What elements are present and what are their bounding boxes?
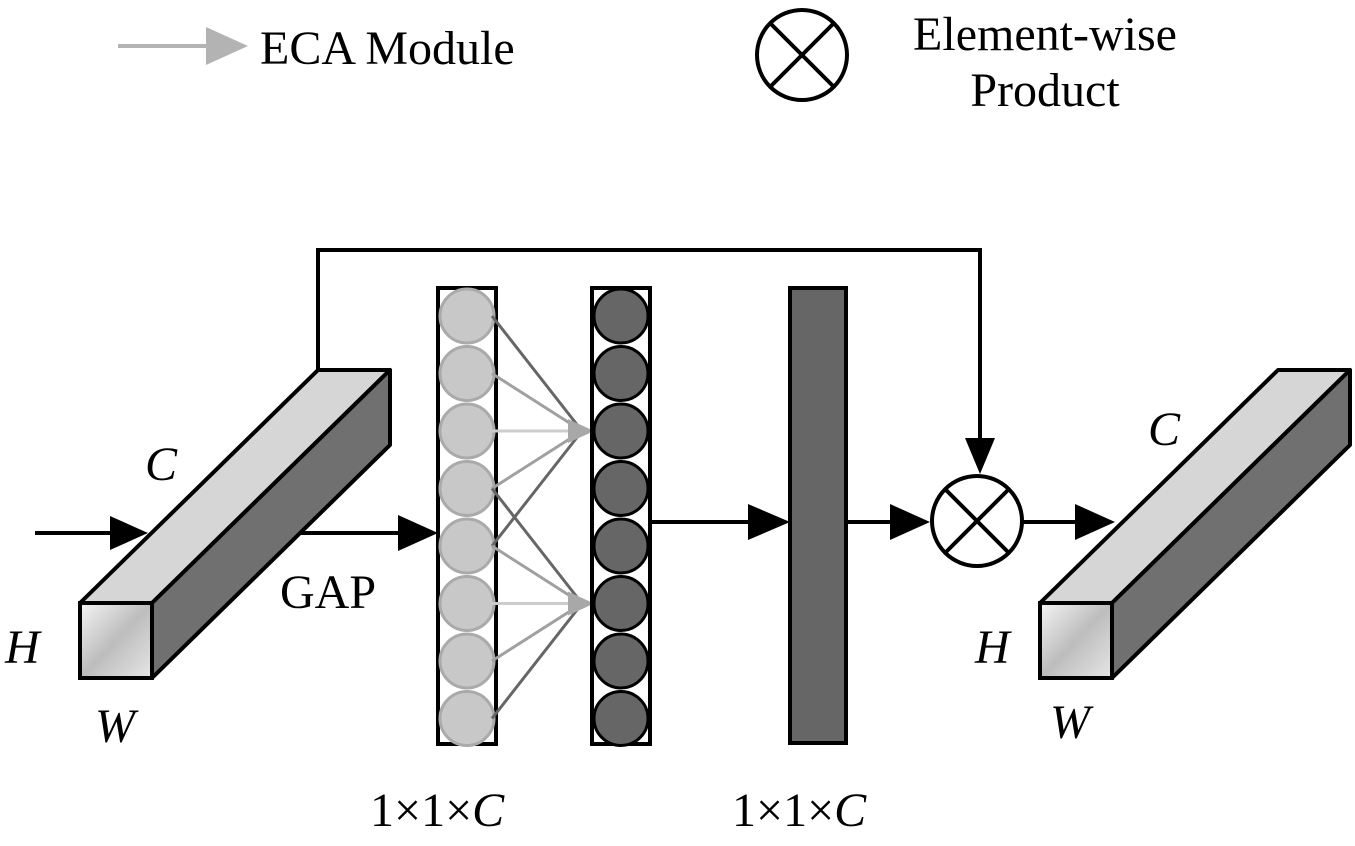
eca-link-arrowhead [568, 591, 594, 616]
eca-output-node [592, 460, 650, 517]
input-channel-label: C [145, 438, 178, 491]
eca-connections [490, 315, 594, 720]
eca-link [491, 372, 583, 433]
gap-label: GAP [280, 566, 376, 619]
to-product-arrow [846, 504, 930, 540]
eca-output-node [592, 402, 650, 460]
eca-legend-arrow-icon [118, 27, 248, 65]
pooled-vector [436, 286, 498, 747]
eca-link [491, 429, 583, 490]
attention-dim-label: 1×1×C [732, 784, 867, 837]
eca-output-node [592, 287, 650, 345]
input-tensor: C H W [4, 368, 392, 753]
product-legend-label-line2: Product [970, 64, 1120, 117]
legend: ECA Module Element-wise Product [118, 8, 1177, 117]
to-attention-arrow [650, 504, 790, 540]
pooled-node [438, 402, 496, 460]
output-tensor: C H W [974, 368, 1352, 749]
output-channel-label: C [1148, 403, 1181, 456]
pooled-node [438, 345, 496, 402]
input-height-label: H [4, 621, 42, 674]
eca-output-node [592, 517, 650, 575]
eca-output-node [592, 575, 650, 632]
eca-link-arrowhead [568, 419, 594, 443]
output-width-label: W [1050, 696, 1094, 749]
eca-link [490, 315, 584, 432]
eca-legend-label: ECA Module [260, 22, 515, 75]
pooled-node [438, 517, 496, 575]
product-operator-icon [930, 474, 1024, 568]
skip-connection [316, 248, 995, 474]
pooled-node [438, 287, 496, 345]
attention-vector [788, 286, 848, 745]
eca-output-vector [590, 286, 652, 747]
eca-link [490, 430, 584, 547]
product-legend-label-line1: Element-wise [913, 8, 1177, 61]
eca-link [491, 602, 583, 663]
output-height-label: H [974, 621, 1012, 674]
eca-output-node [592, 632, 650, 690]
product-legend-icon [755, 8, 849, 102]
eca-link [490, 602, 584, 720]
pooled-node [438, 575, 496, 632]
input-arrow [35, 516, 148, 550]
eca-link [490, 487, 584, 605]
output-tensor-front-face [1038, 601, 1114, 680]
gap-arrow: GAP [280, 515, 438, 619]
eca-output-node [592, 345, 650, 402]
input-tensor-front-face [78, 601, 154, 680]
pooled-node [438, 460, 496, 517]
eca-output-node [592, 690, 650, 747]
pooled-node [438, 632, 496, 690]
input-width-label: W [95, 700, 139, 753]
eca-link [491, 544, 583, 605]
pooled-node [438, 690, 496, 747]
to-output-arrow [1022, 504, 1115, 540]
pooled-dim-label: 1×1×C [370, 784, 505, 837]
